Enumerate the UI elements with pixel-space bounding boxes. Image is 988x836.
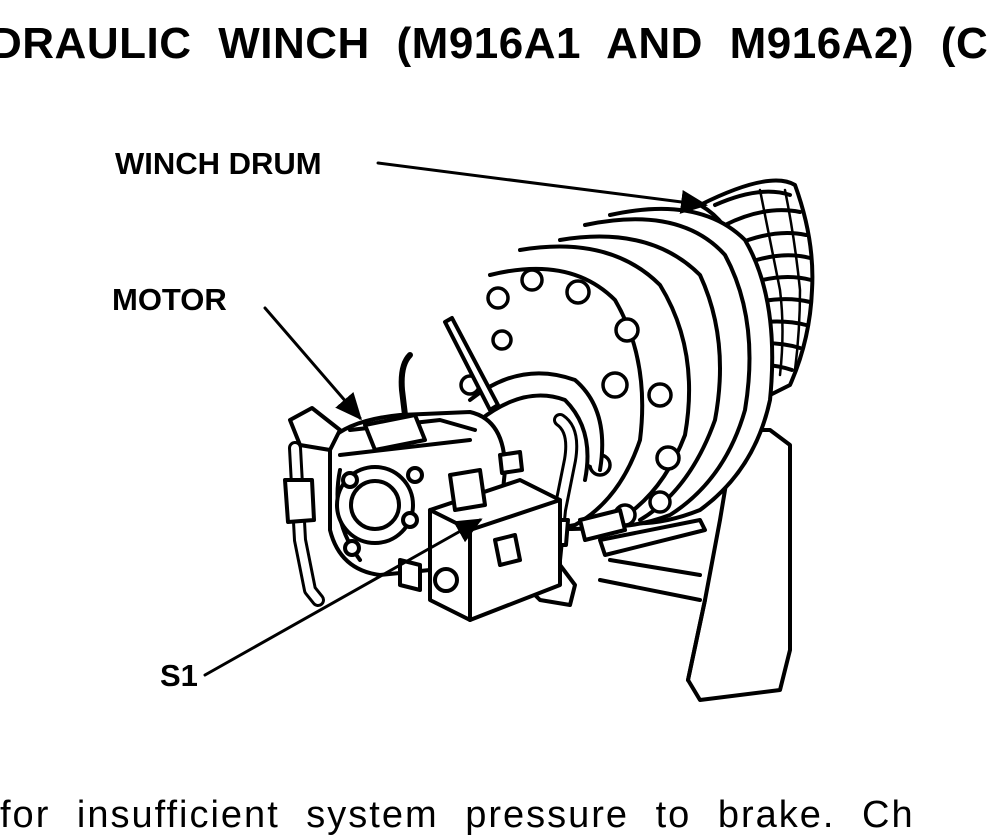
motor-leader	[263, 306, 362, 421]
gear-housing	[459, 206, 775, 531]
winch-drum-leader	[376, 161, 708, 214]
winch-drum-label: WINCH DRUM	[115, 146, 322, 181]
s1-label: S1	[160, 658, 198, 693]
motor-label: MOTOR	[112, 282, 227, 317]
manual-page: DRAULIC WINCH (M916A1 AND M916A2) (C	[0, 21, 988, 834]
left-hose	[283, 406, 342, 607]
s1-leader	[203, 518, 483, 677]
mounting-bracket	[598, 428, 792, 702]
winch-illustration: WINCH DRUM MOTOR S1	[112, 146, 815, 702]
section-heading: DRAULIC WINCH (M916A1 AND M916A2) (C	[0, 19, 988, 68]
body-paragraph: for insufficient system pressure to brak…	[0, 794, 915, 836]
valve-block	[398, 450, 627, 622]
